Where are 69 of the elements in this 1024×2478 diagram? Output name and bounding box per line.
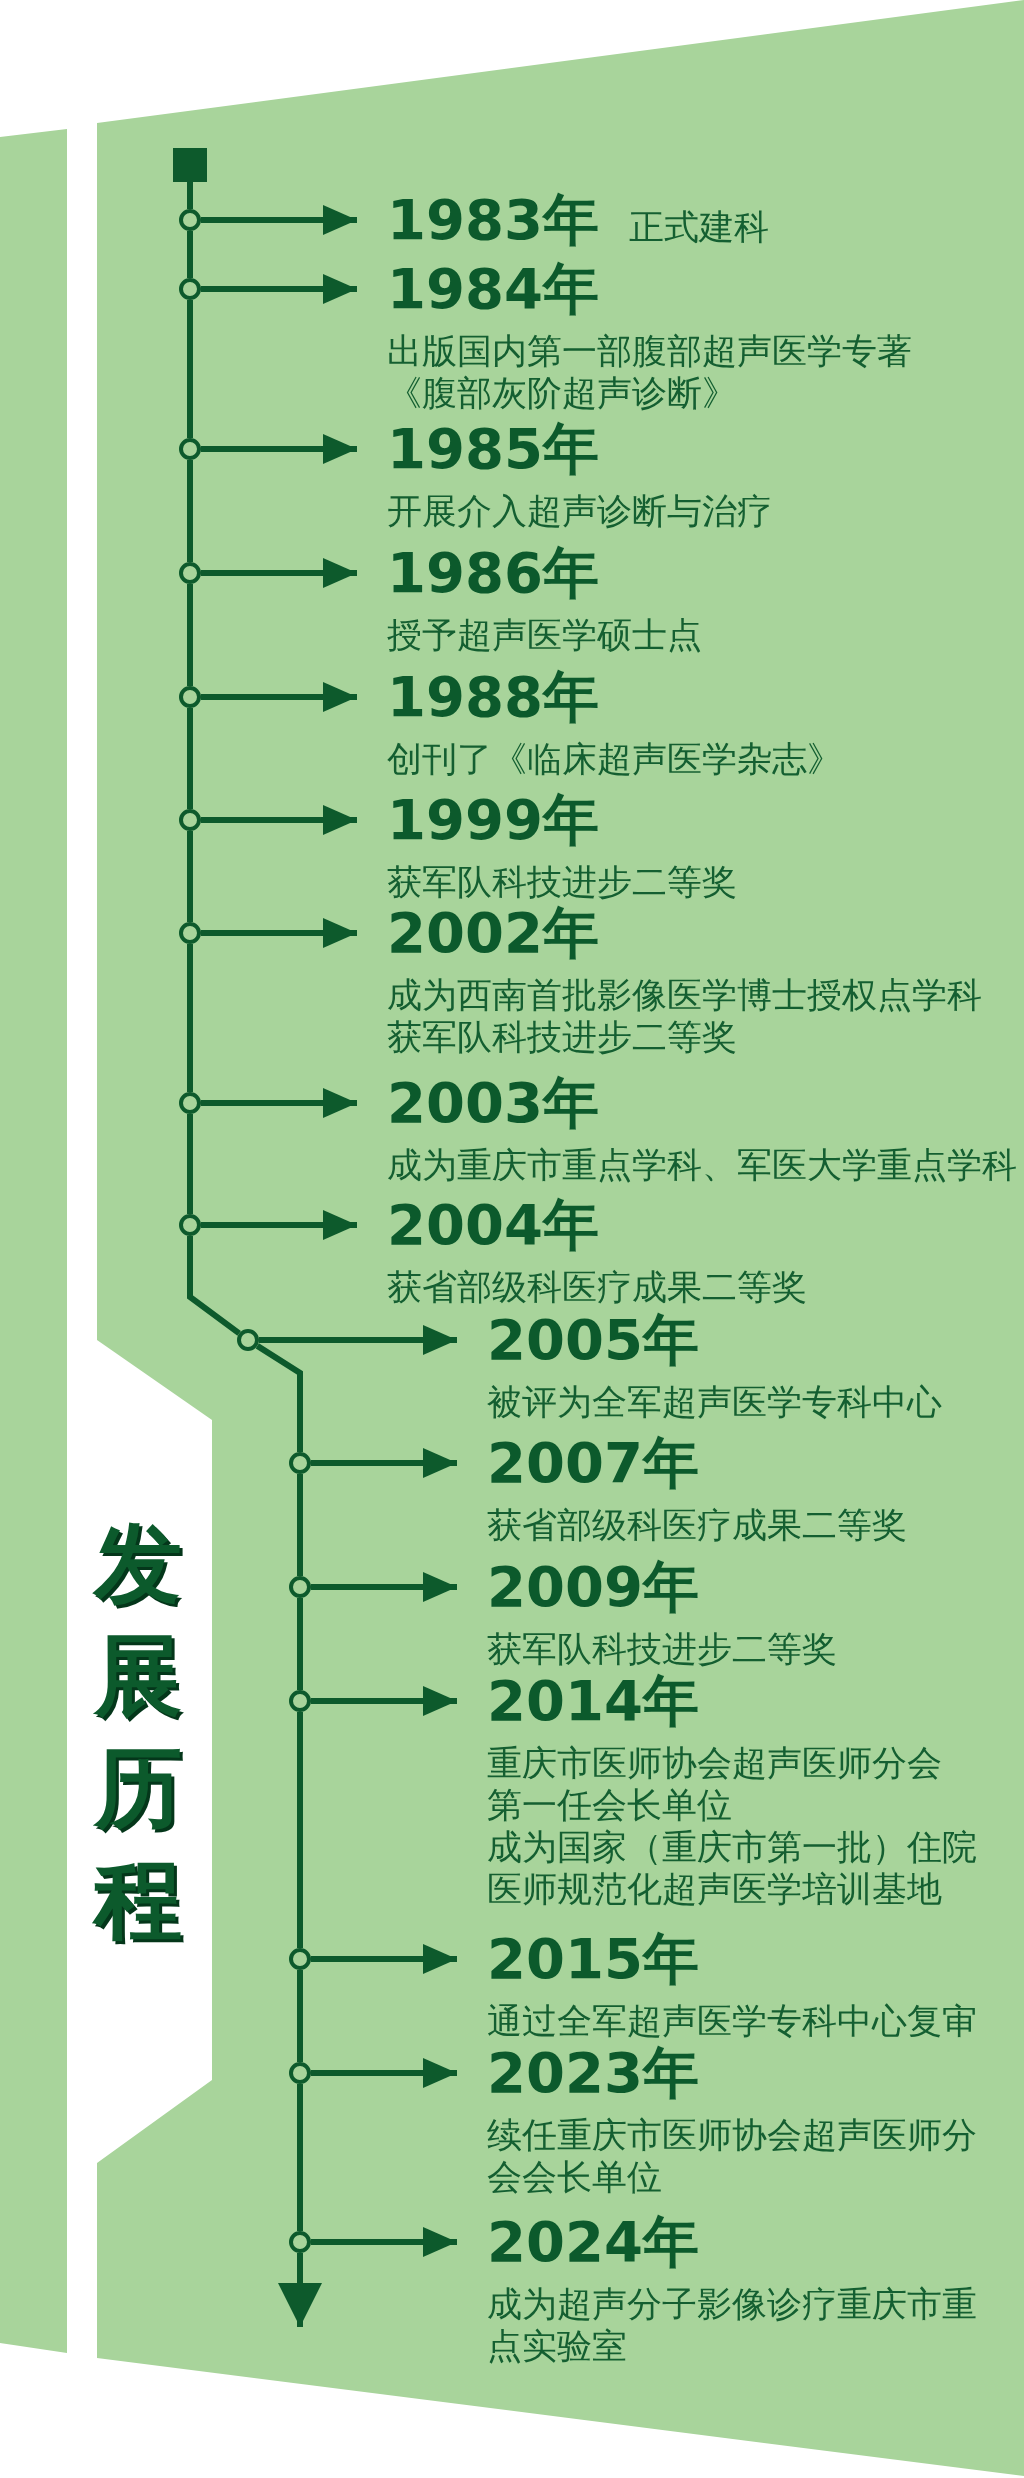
event-description: 获军队科技进步二等奖: [387, 861, 737, 903]
year-heading: 1984年: [387, 263, 599, 315]
event-description: 获军队科技进步二等奖: [387, 1016, 737, 1058]
year-heading: 1988年: [387, 671, 599, 723]
year-heading: 2002年: [387, 907, 599, 959]
square-icon: [173, 148, 207, 182]
connector-line: [187, 231, 193, 278]
arrow: [201, 682, 357, 712]
year-heading: 1983年: [387, 194, 599, 246]
connector-line: [187, 460, 193, 562]
connector-line: [187, 1114, 193, 1214]
connector-line: [255, 1343, 303, 1452]
event-description: 通过全军超声医学专科中心复审: [487, 2000, 977, 2042]
year-heading: 2023年: [487, 2047, 699, 2099]
connector-line: [187, 831, 193, 922]
arrow: [201, 434, 357, 464]
arrow: [278, 2253, 322, 2327]
arrow: [201, 558, 357, 588]
arrow: [311, 1686, 457, 1716]
year-heading: 2024年: [487, 2216, 699, 2268]
connector-line: [187, 944, 193, 1092]
year-heading: 2003年: [387, 1077, 599, 1129]
arrow: [311, 1448, 457, 1478]
arrow: [201, 205, 357, 235]
year-heading: 2014年: [487, 1675, 699, 1727]
connector-line: [187, 708, 193, 809]
year-heading: 2015年: [487, 1933, 699, 1985]
connector-line: [187, 584, 193, 686]
connector-line: [187, 1236, 241, 1336]
year-heading: 2005年: [487, 1314, 699, 1366]
connector-line: [297, 2084, 303, 2231]
arrow: [311, 2227, 457, 2257]
event-description: 出版国内第一部腹部超声医学专著《腹部灰阶超声诊断》: [387, 330, 913, 414]
connector-line: [297, 1474, 303, 1576]
year-heading: 1985年: [387, 423, 599, 475]
arrow: [201, 274, 357, 304]
year-heading: 2004年: [387, 1199, 599, 1251]
event-description: 获省部级科医疗成果二等奖: [387, 1266, 807, 1308]
event-description: 成为西南首批影像医学博士授权点学科: [387, 974, 982, 1016]
event-description: 正式建科: [628, 206, 769, 248]
connector-line: [297, 1712, 303, 1948]
arrow: [201, 1088, 357, 1118]
event-description: 获省部级科医疗成果二等奖: [487, 1504, 907, 1546]
year-heading: 2007年: [487, 1437, 699, 1489]
arrow: [311, 1944, 457, 1974]
arrow: [201, 918, 357, 948]
connector-line: [187, 182, 193, 209]
arrow: [201, 805, 357, 835]
event-description: 成为国家（重庆市第一批）住院医师规范化超声医学培训基地: [487, 1826, 978, 1910]
event-description: 续任重庆市医师协会超声医师分会会长单位: [487, 2114, 978, 2198]
arrow: [259, 1325, 457, 1355]
arrow: [311, 1572, 457, 1602]
event-description: 创刊了《临床超声医学杂志》: [387, 738, 842, 780]
connector-line: [187, 300, 193, 438]
vertical-title: 发展历程: [94, 1511, 182, 1953]
event-description: 重庆市医师协会超声医师分会第一任会长单位: [487, 1742, 943, 1826]
event-description: 被评为全军超声医学专科中心: [487, 1381, 942, 1423]
year-heading: 1999年: [387, 794, 599, 846]
connector-line: [297, 1970, 303, 2062]
year-heading: 2009年: [487, 1561, 699, 1613]
event-description: 成为超声分子影像诊疗重庆市重点实验室: [487, 2283, 978, 2367]
event-description: 授予超声医学硕士点: [387, 614, 702, 656]
event-description: 开展介入超声诊断与治疗: [387, 490, 772, 532]
year-heading: 1986年: [387, 547, 599, 599]
event-description: 获军队科技进步二等奖: [487, 1628, 837, 1670]
arrow: [311, 2058, 457, 2088]
event-description: 成为重庆市重点学科、军医大学重点学科: [387, 1144, 1017, 1186]
arrow: [201, 1210, 357, 1240]
connector-line: [297, 1598, 303, 1690]
